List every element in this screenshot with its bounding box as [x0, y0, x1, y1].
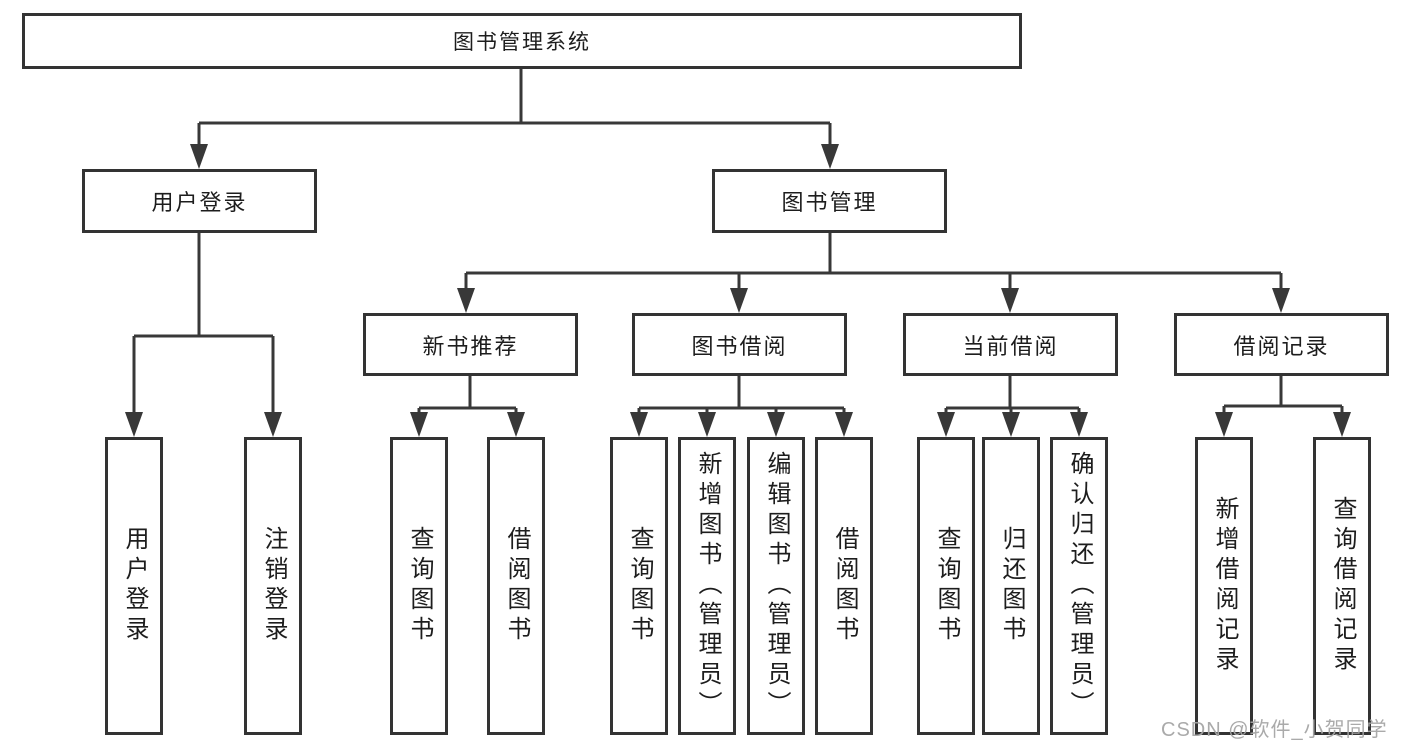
- node-borrowing-records-label: 借阅记录: [1233, 333, 1330, 359]
- leaf-confirm-return-admin-label: 确认归还（管理员）: [1066, 451, 1093, 721]
- node-book-management: 图书管理: [712, 169, 947, 233]
- leaf-user-login-label: 用户登录: [121, 526, 148, 646]
- leaf-query-borrow-record-label: 查询借阅记录: [1329, 496, 1356, 676]
- leaf-return-books-label: 归还图书: [998, 526, 1025, 646]
- leaf-return-books: 归还图书: [982, 437, 1040, 735]
- leaf-user-login: 用户登录: [105, 437, 163, 735]
- node-new-book-recommendation: 新书推荐: [363, 313, 578, 376]
- leaf-add-books-admin-label: 新增图书（管理员）: [694, 451, 721, 721]
- node-book-management-label: 图书管理: [781, 190, 878, 215]
- leaf-edit-books-admin-label: 编辑图书（管理员）: [763, 451, 790, 721]
- node-user-login-label: 用户登录: [151, 190, 248, 215]
- node-book-borrowing: 图书借阅: [632, 313, 847, 376]
- node-library-system: 图书管理系统: [22, 13, 1022, 69]
- leaf-query-books-recommend: 查询图书: [390, 437, 448, 735]
- leaf-query-books-current: 查询图书: [917, 437, 975, 735]
- node-library-system-label: 图书管理系统: [453, 31, 591, 54]
- leaf-edit-books-admin: 编辑图书（管理员）: [747, 437, 805, 735]
- leaf-query-books-borrowing: 查询图书: [610, 437, 668, 735]
- leaf-add-borrow-record-label: 新增借阅记录: [1211, 496, 1238, 676]
- leaf-logout: 注销登录: [244, 437, 302, 735]
- leaf-borrow-books-recommend: 借阅图书: [487, 437, 545, 735]
- leaf-query-borrow-record: 查询借阅记录: [1313, 437, 1371, 735]
- leaf-borrow-books-borrowing-label: 借阅图书: [831, 526, 858, 646]
- node-borrowing-records: 借阅记录: [1174, 313, 1389, 376]
- node-current-borrowing: 当前借阅: [903, 313, 1118, 376]
- node-book-borrowing-label: 图书借阅: [691, 333, 788, 359]
- leaf-query-books-current-label: 查询图书: [933, 526, 960, 646]
- leaf-borrow-books-recommend-label: 借阅图书: [503, 526, 530, 646]
- node-user-login: 用户登录: [82, 169, 317, 233]
- leaf-query-books-recommend-label: 查询图书: [406, 526, 433, 646]
- leaf-add-borrow-record: 新增借阅记录: [1195, 437, 1253, 735]
- leaf-borrow-books-borrowing: 借阅图书: [815, 437, 873, 735]
- leaf-query-books-borrowing-label: 查询图书: [626, 526, 653, 646]
- node-new-book-recommendation-label: 新书推荐: [422, 333, 519, 359]
- leaf-logout-label: 注销登录: [260, 526, 287, 646]
- node-current-borrowing-label: 当前借阅: [962, 333, 1059, 359]
- csdn-watermark: CSDN @软件_小贺同学: [1161, 719, 1388, 741]
- leaf-confirm-return-admin: 确认归还（管理员）: [1050, 437, 1108, 735]
- leaf-add-books-admin: 新增图书（管理员）: [678, 437, 736, 735]
